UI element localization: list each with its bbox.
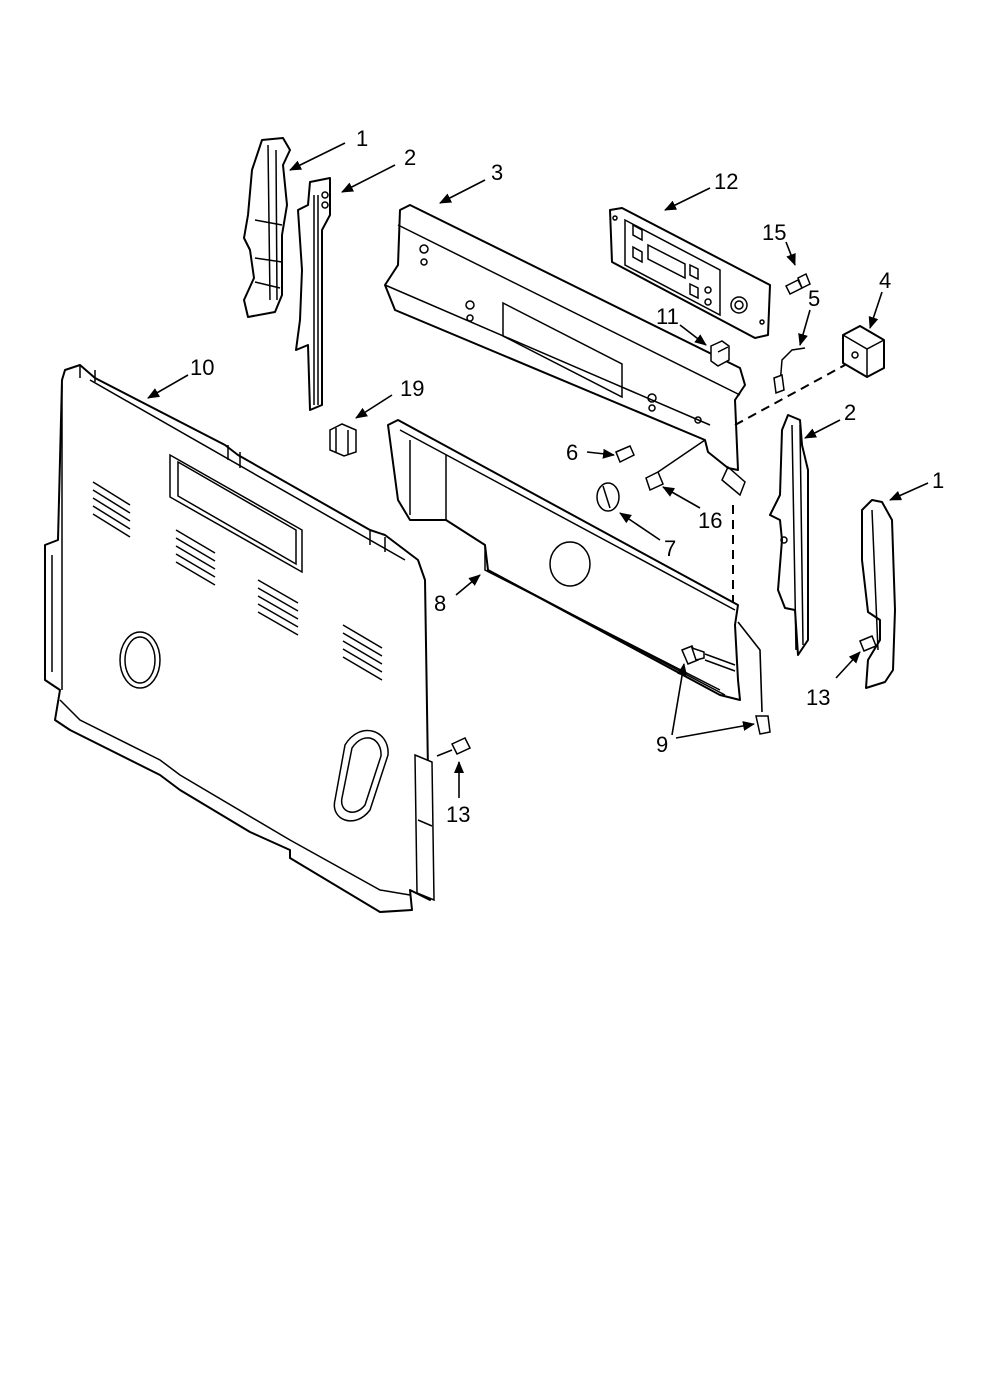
screw-part-6 — [615, 445, 635, 464]
callout-2-left: 2 — [404, 145, 416, 170]
callout-6: 6 — [566, 440, 578, 465]
display-overlay-part-12 — [609, 207, 771, 339]
callout-2-right: 2 — [844, 400, 856, 425]
side-bracket-part-2-left — [295, 177, 331, 411]
callout-3: 3 — [491, 160, 503, 185]
screw-part-16 — [645, 439, 706, 492]
callout-7: 7 — [664, 536, 676, 561]
screw-part-9-a — [681, 645, 705, 665]
callout-4: 4 — [879, 268, 891, 293]
terminal-block-part-4 — [842, 325, 885, 378]
callout-19: 19 — [400, 376, 424, 401]
callout-12: 12 — [714, 169, 738, 194]
end-cap-part-1-left — [243, 137, 291, 318]
assembly-line-9 — [737, 621, 763, 713]
callout-13-right: 13 — [806, 685, 830, 710]
callout-8: 8 — [434, 591, 446, 616]
switch-part-11 — [710, 340, 730, 367]
wire-part-5 — [773, 347, 806, 395]
callout-9: 9 — [656, 732, 668, 757]
callout-11: 11 — [656, 304, 679, 329]
manifold-panel-part-8 — [387, 419, 741, 701]
end-cap-part-1-right — [861, 499, 896, 689]
callout-10: 10 — [190, 355, 214, 380]
screw-part-9-b — [755, 715, 771, 735]
callout-15: 15 — [762, 220, 786, 245]
screw-part-15 — [784, 272, 811, 296]
screw-part-13-right — [859, 635, 877, 652]
screw-part-13-left — [436, 737, 472, 757]
clip-part-19 — [329, 423, 357, 457]
callout-16: 16 — [698, 508, 722, 533]
rear-panel-part-10 — [44, 364, 435, 913]
knob-part-7 — [596, 482, 620, 512]
leader-arrows — [147, 142, 929, 798]
callout-1-left: 1 — [356, 126, 368, 151]
control-panel-part-3 — [384, 204, 746, 497]
side-bracket-part-2-right — [769, 414, 809, 656]
assembly-line-4 — [734, 364, 846, 426]
callout-13-left: 13 — [446, 802, 470, 827]
callout-1-right: 1 — [932, 468, 944, 493]
callout-5: 5 — [808, 286, 820, 311]
